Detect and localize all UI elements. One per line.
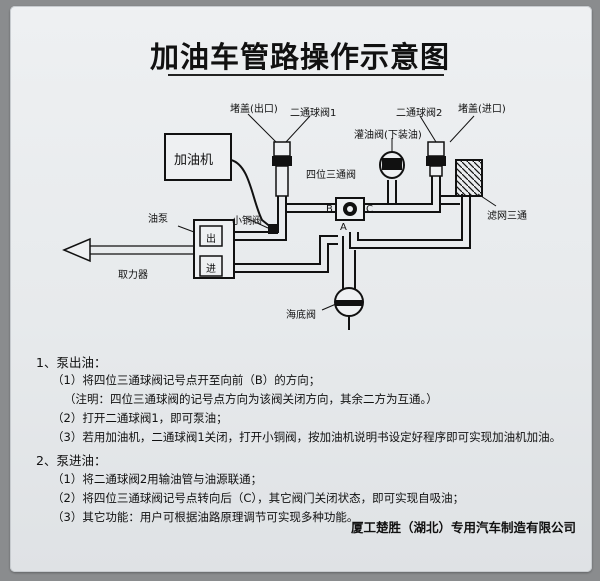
label-small-valve: 小铜阀 [232, 216, 262, 227]
label-pump: 油泵 [148, 214, 168, 225]
sea-valve [334, 287, 364, 330]
label-valve-2: 二通球阀2 [396, 108, 443, 119]
title-underline [168, 74, 444, 76]
label-port-a: A [340, 222, 347, 233]
label-cap-out: 堵盖(出口) [230, 104, 278, 115]
label-out-port: 出 [206, 234, 216, 245]
label-four-way-valve: 四位三通阀 [306, 170, 356, 181]
loading-nozzle-valve [379, 151, 405, 179]
label-cap-in: 堵盖(进口) [458, 104, 506, 115]
filter-tee [455, 159, 483, 197]
ball-valve-1 [272, 141, 292, 197]
pump-out-port [199, 225, 223, 247]
label-nozzle-valve: 灌油阀(下装油) [354, 130, 422, 141]
label-valve-1: 二通球阀1 [290, 108, 337, 119]
label-port-b: B [326, 204, 333, 215]
label-port-c: C [366, 204, 373, 215]
four-way-valve [335, 197, 365, 221]
label-filter-tee: 滤网三通 [487, 211, 527, 222]
dispenser-box [164, 133, 232, 181]
label-sea-valve: 海底阀 [286, 310, 316, 321]
small-copper-valve [268, 224, 278, 234]
ball-valve-2 [426, 141, 446, 177]
dispenser-hose [230, 159, 273, 229]
label-dispenser: 加油机 [174, 153, 214, 168]
company-name: 厦工楚胜（湖北）专用汽车制造有限公司 [350, 520, 576, 535]
label-in-port: 进 [206, 264, 216, 275]
leader-lines [177, 113, 497, 311]
instruction-board [10, 6, 592, 572]
pump-in-port [199, 255, 223, 277]
label-pto: 取力器 [118, 270, 148, 281]
diagram-title: 加油车管路操作示意图 [149, 40, 450, 74]
pto-shaft [62, 237, 194, 263]
